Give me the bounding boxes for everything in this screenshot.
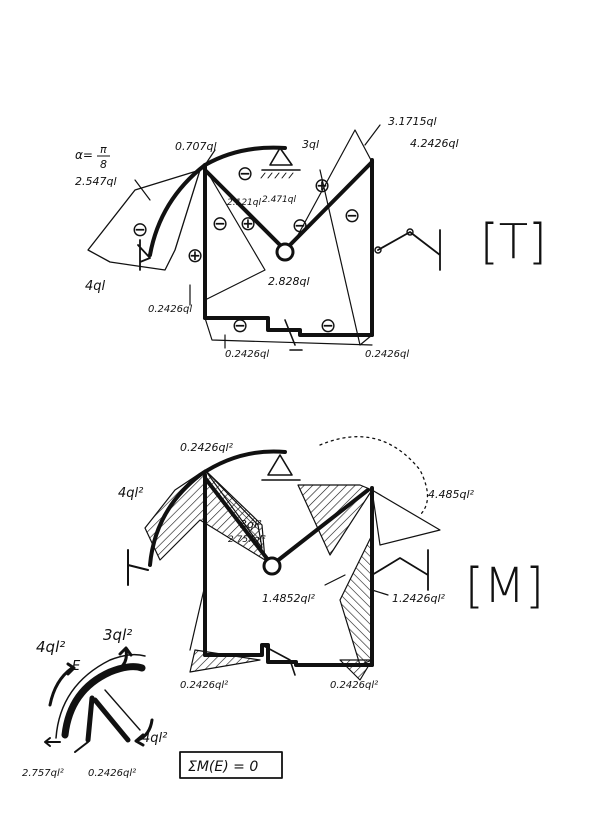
right-link-support — [377, 229, 441, 271]
arrow-2547 — [134, 179, 151, 201]
label-n-4ql2-b: 4ql² — [142, 731, 167, 746]
sign-minus: ⊖ — [212, 211, 229, 235]
alpha-label: α= — [75, 148, 93, 162]
arrow-31715 — [364, 124, 381, 146]
moment-top-support — [261, 454, 301, 481]
label-m-02426-bl: 0.2426ql² — [180, 680, 228, 691]
label-m-12426: 1.2426ql² — [392, 592, 446, 605]
label-m-3ql2: 3ql² — [240, 518, 262, 531]
moment-arch-member — [148, 449, 287, 567]
alpha-denominator: 8 — [100, 158, 107, 171]
shear-diagram — [87, 124, 441, 351]
hinge-center — [275, 242, 295, 262]
label-m-4485: 4.485ql² — [428, 488, 475, 501]
label-m-14852: 1.4852ql² — [262, 592, 316, 605]
label-2471ql: 2.471ql — [262, 195, 296, 205]
arrow-0707 — [204, 149, 216, 166]
moment-hinge-center — [262, 556, 282, 576]
frame-bottom-beam — [203, 316, 374, 337]
shear-left-region — [87, 169, 201, 271]
moment-column-right — [339, 534, 373, 666]
label-m-02426-top: 0.2426ql² — [180, 441, 234, 454]
sign-minus: ⊖ — [132, 217, 149, 241]
shear-v-region-right — [297, 129, 373, 236]
arrow-12426 — [371, 589, 389, 596]
moment-dotted-arc — [319, 436, 429, 516]
arrow-14852 — [324, 574, 346, 586]
alpha-numerator: π — [100, 143, 107, 156]
moment-diagram — [127, 436, 441, 681]
shear-v-region-left — [204, 167, 266, 301]
label-n-E: E — [72, 659, 81, 674]
moment-diagram-title: [M] — [465, 558, 544, 614]
moment-left-wall — [127, 549, 149, 586]
left-wall-support — [137, 239, 151, 271]
label-02426ql-bottom: 0.2426ql — [225, 349, 269, 360]
label-n-4ql2: 4ql² — [36, 638, 65, 656]
label-n-2757: 2.757ql² — [22, 768, 64, 779]
shear-labels: α= π 8 2.547ql 0.707ql 3ql 3.1715ql 4.24… — [75, 115, 459, 360]
node-column — [85, 695, 95, 743]
top-roller-support — [261, 147, 301, 171]
node-diagonal-outer — [104, 689, 141, 731]
label-4ql: 4ql — [85, 279, 106, 294]
shear-bottom-region — [204, 317, 373, 346]
moment-v-hatch — [204, 469, 263, 549]
sign-minus: ⊖ — [344, 203, 361, 227]
moment-left-column — [189, 584, 206, 651]
moment-frame-bottom — [203, 643, 374, 667]
label-3ql: 3ql — [302, 138, 319, 151]
equation-sum-moments: ΣM(E) = 0 — [188, 759, 258, 775]
sign-minus: ⊖ — [292, 213, 309, 237]
node-sketch — [44, 646, 283, 779]
top-support-hatch — [260, 172, 294, 179]
label-m-02426-br: 0.2426ql² — [330, 680, 378, 691]
label-m-4ql2: 4ql² — [118, 486, 143, 501]
moment-frame-v-right — [270, 488, 370, 567]
label-31715ql: 3.1715ql — [388, 115, 437, 128]
moment-far-right — [371, 489, 441, 546]
moment-frame-v-left — [203, 476, 274, 567]
node-labels: 4ql² 3ql² E 4ql² 2.757ql² 0.2426ql² ΣM(E… — [22, 626, 258, 779]
sign-minus: ⊖ — [237, 161, 254, 185]
label-m-2757: 2.757ql² — [228, 535, 266, 545]
node-diagonal — [92, 697, 131, 743]
moment-right-link — [371, 549, 429, 591]
equation-box — [179, 751, 283, 779]
sign-plus: ⊕ — [314, 173, 331, 197]
label-42426ql: 4.2426ql — [410, 137, 459, 150]
label-2121ql: 2.121ql — [227, 198, 261, 208]
label-n-3ql2: 3ql² — [103, 626, 132, 644]
moment-bottom-link — [261, 644, 296, 676]
node-arch-band — [61, 663, 146, 739]
label-02426ql-left: 0.2426ql — [148, 304, 192, 315]
moment-arrow-top — [118, 648, 128, 670]
sign-plus: ⊕ — [187, 243, 204, 267]
bottom-link-support — [284, 319, 303, 351]
sign-plus: ⊕ — [240, 211, 257, 235]
frame-v-left — [203, 168, 287, 252]
label-2547ql: 2.547ql — [75, 175, 117, 188]
label-n-02426: 0.2426ql² — [88, 768, 136, 779]
shear-signs: ⊖ ⊕ ⊖ ⊕ ⊖ ⊖ ⊕ ⊖ ⊖ ⊖ — [132, 161, 361, 337]
shear-diagram-title: [T] — [480, 214, 547, 270]
label-2828ql: 2.828ql — [268, 275, 310, 288]
sign-minus: ⊖ — [320, 313, 337, 337]
node-arch-outer — [55, 653, 146, 739]
moment-arrow-left — [48, 666, 74, 707]
label-0707ql: 0.707ql — [175, 140, 217, 153]
force-arrow-bottom-mid — [74, 741, 89, 753]
moment-labels: 0.2426ql² 4ql² 3ql² 2.757ql² 4.485ql² 1.… — [118, 441, 475, 691]
label-02426ql-right: 0.2426ql — [365, 349, 409, 360]
sign-minus: ⊖ — [232, 313, 249, 337]
